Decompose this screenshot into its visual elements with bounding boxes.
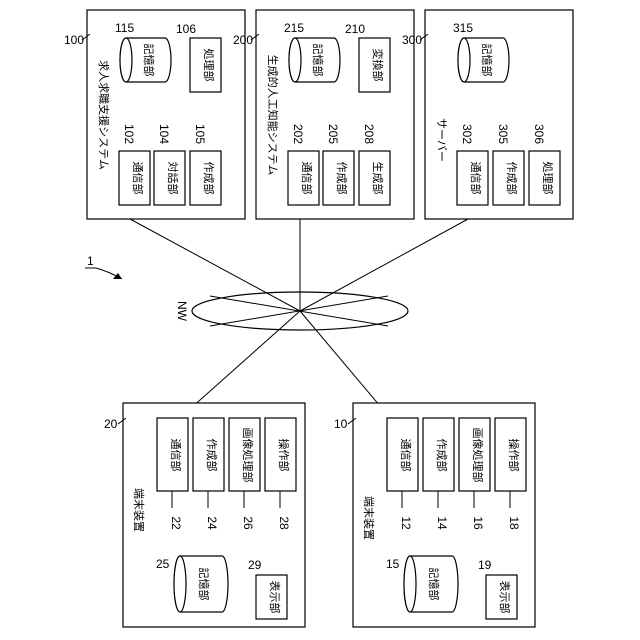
unit-105-ref: 105	[193, 124, 207, 144]
unit-202-ref: 202	[291, 124, 305, 144]
terminal-20-title: 端末装置	[132, 488, 146, 532]
unit-105-label: 作成部	[202, 162, 216, 195]
unit-24-label: 作成部	[205, 439, 219, 472]
storage-215-ref: 215	[284, 21, 304, 35]
unit-202-label: 通信部	[300, 162, 314, 195]
unit-22-label: 通信部	[169, 439, 183, 472]
generative-ai-system-ref: 200	[233, 33, 253, 47]
system-ref-number: 1	[87, 254, 94, 268]
unit-28-ref: 28	[277, 516, 291, 530]
job-support-system: 100 求人求職支援システム 記憶部 115 処理部 106 通信部 102 対…	[64, 10, 245, 219]
unit-102-label: 通信部	[131, 162, 145, 195]
unit-104-ref: 104	[157, 124, 171, 144]
storage-15-label: 記憶部	[427, 568, 441, 601]
unit-210-ref: 210	[345, 22, 365, 36]
terminal-20: 20 端末装置 通信部 22 作成部 24 画像処理部 26 操作部 28 記憶…	[104, 403, 305, 627]
unit-102-ref: 102	[122, 124, 136, 144]
storage-315-ref: 315	[453, 21, 473, 35]
unit-16-label: 画像処理部	[471, 428, 485, 483]
network-label: NW	[175, 301, 189, 322]
unit-305-ref: 305	[496, 124, 510, 144]
storage-15-ref: 15	[386, 557, 400, 571]
system-ref-arrowhead	[113, 273, 122, 279]
network-links	[130, 219, 468, 425]
job-support-system-title: 求人求職支援システム	[97, 60, 111, 170]
storage-315-label: 記憶部	[480, 44, 494, 77]
generative-ai-system-title: 生成的人工知能システム	[266, 55, 280, 176]
unit-12-ref: 12	[399, 516, 413, 530]
unit-28-label: 操作部	[277, 439, 291, 472]
unit-19-ref: 19	[478, 558, 492, 572]
storage-15: 記憶部	[404, 556, 458, 612]
unit-210-label: 変換部	[371, 49, 385, 82]
unit-305-label: 作成部	[505, 162, 519, 195]
unit-302-ref: 302	[460, 124, 474, 144]
unit-208-label: 生成部	[371, 162, 385, 195]
system-ref-marker: 1	[85, 254, 122, 279]
unit-14-ref: 14	[435, 516, 449, 530]
unit-14-label: 作成部	[435, 439, 449, 472]
job-support-system-ref: 100	[64, 33, 84, 47]
server-title: サーバー	[435, 118, 448, 162]
unit-302-label: 通信部	[469, 162, 483, 195]
unit-29-ref: 29	[248, 558, 262, 572]
terminal-10: 10 端末装置 通信部 12 作成部 14 画像処理部 16 操作部 18 記憶…	[334, 403, 535, 627]
unit-104-label: 対話部	[166, 162, 180, 195]
unit-306-ref: 306	[532, 124, 546, 144]
unit-106-label: 処理部	[202, 49, 216, 82]
storage-115-ref: 115	[115, 21, 134, 35]
unit-24-ref: 24	[205, 516, 219, 530]
storage-25-ref: 25	[156, 557, 170, 571]
unit-26-ref: 26	[241, 516, 255, 530]
storage-115: 記憶部	[120, 38, 171, 82]
unit-18-label: 操作部	[507, 439, 521, 472]
unit-205-ref: 205	[326, 124, 340, 144]
storage-115-label: 記憶部	[142, 44, 156, 77]
storage-215: 記憶部	[289, 38, 340, 82]
unit-19-label: 表示部	[498, 581, 512, 614]
unit-16-ref: 16	[471, 516, 485, 530]
unit-106-ref: 106	[176, 22, 196, 36]
unit-205-label: 作成部	[335, 162, 349, 195]
storage-215-label: 記憶部	[311, 44, 325, 77]
link-300	[300, 219, 468, 311]
unit-29-label: 表示部	[268, 581, 282, 614]
terminal-10-ref: 10	[334, 417, 348, 431]
unit-22-ref: 22	[169, 516, 183, 530]
unit-306-label: 処理部	[541, 162, 555, 195]
terminal-10-title: 端末装置	[362, 496, 376, 540]
unit-18-ref: 18	[507, 516, 521, 530]
generative-ai-system: 200 生成的人工知能システム 記憶部 215 変換部 210 通信部 202 …	[233, 10, 414, 219]
storage-25-label: 記憶部	[197, 568, 211, 601]
unit-12-label: 通信部	[399, 439, 413, 472]
storage-315: 記憶部	[458, 38, 509, 82]
terminal-20-ref: 20	[104, 417, 118, 431]
storage-25: 記憶部	[174, 556, 228, 612]
server-ref: 300	[402, 33, 422, 47]
server: 300 サーバー 記憶部 315 通信部 302 作成部 305 処理部 306	[402, 10, 573, 219]
unit-208-ref: 208	[362, 124, 376, 144]
unit-26-label: 画像処理部	[241, 428, 255, 483]
